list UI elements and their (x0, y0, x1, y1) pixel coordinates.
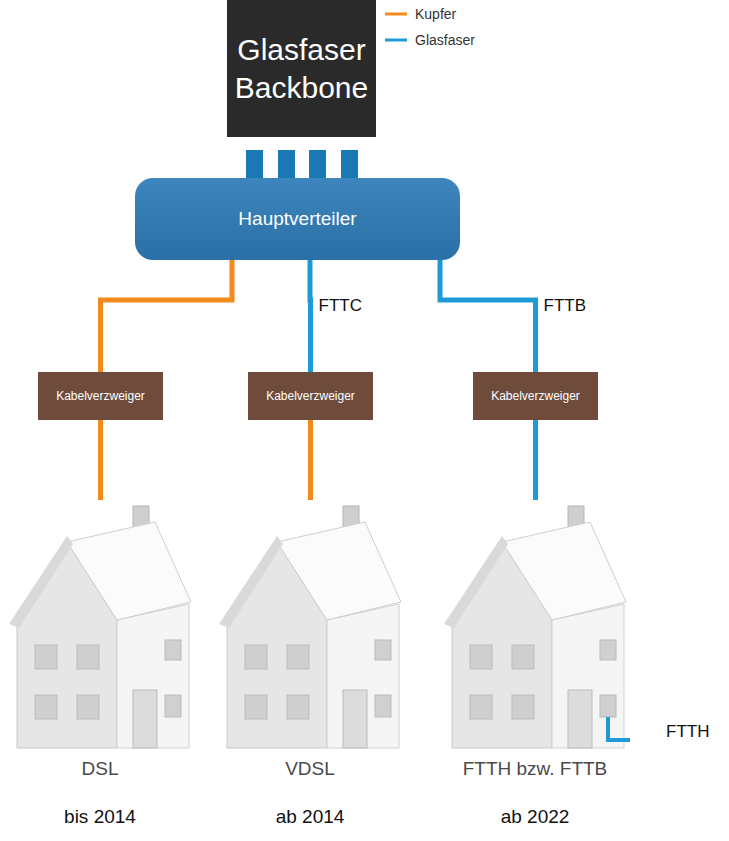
node-label: Glasfaser Backbone (231, 31, 372, 106)
legend-text: Glasfaser (415, 32, 475, 48)
node-label: Kabelverzweiger (56, 389, 145, 403)
year-label: ab 2014 (276, 806, 345, 828)
house-illustration (440, 500, 630, 750)
fiber-bundle (246, 150, 358, 178)
legend-text: Kupfer (415, 6, 456, 22)
cable-line (98, 420, 103, 500)
edge-label: FTTB (544, 296, 587, 316)
backbone-box: Glasfaser Backbone (227, 0, 376, 137)
cable-line (533, 420, 538, 500)
edge-label: FTTC (319, 296, 362, 316)
cable-line (308, 260, 314, 372)
node-label: FTTH bzw. FTTB (463, 758, 608, 780)
legend-line-sample (385, 35, 407, 45)
house-illustration (215, 500, 405, 750)
node-label: Hauptverteiler (238, 208, 356, 230)
year-label: ab 2022 (501, 806, 570, 828)
house: VDSL ab 2014 (215, 500, 405, 828)
cabinet-box: Kabelverzweiger (38, 372, 163, 420)
distributor-box: Hauptverteiler (135, 178, 460, 260)
cable-line (101, 260, 233, 372)
house: DSL bis 2014 (5, 500, 195, 828)
cable-line (440, 260, 536, 372)
cabinet-box: Kabelverzweiger (248, 372, 373, 420)
node-label: VDSL (285, 758, 335, 780)
legend-row: Kupfer (385, 6, 456, 22)
house-illustration (5, 500, 195, 750)
year-label: bis 2014 (64, 806, 136, 828)
callout-label: FTTH (666, 722, 709, 742)
cabinet-box: Kabelverzweiger (473, 372, 598, 420)
legend-line-sample (385, 9, 407, 19)
node-label: Kabelverzweiger (491, 389, 580, 403)
node-label: DSL (82, 758, 119, 780)
node-label: Kabelverzweiger (266, 389, 355, 403)
cable-line (308, 420, 313, 500)
house: FTTH bzw. FTTB ab 2022 (440, 500, 630, 828)
legend-row: Glasfaser (385, 32, 475, 48)
